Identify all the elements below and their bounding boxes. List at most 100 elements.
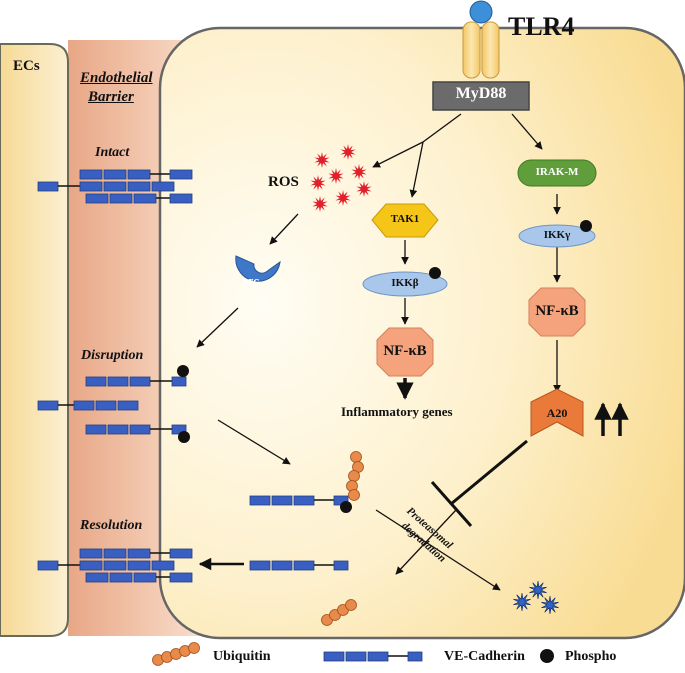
ros-star: [356, 181, 372, 197]
disruption-label: Disruption: [81, 348, 144, 363]
ve-cadherin-segment: [169, 193, 193, 204]
ve-cadherin-segment: [271, 495, 293, 506]
nfkb-left-octagon: [376, 327, 434, 377]
ve-cadherin-segment: [95, 400, 117, 411]
arrow-disruption-to-ubiquitination: [217, 419, 291, 465]
ikk-beta-label: IKKβ: [391, 277, 419, 289]
legend-ubiquitin-icon: [152, 642, 200, 666]
ve-cadherin-segment: [37, 400, 59, 411]
ve-cadherin-segment: [169, 548, 193, 559]
ve-cadherin-segment: [271, 560, 293, 571]
tlr4-receptor: [462, 0, 500, 79]
myd88-label: MyD88: [455, 85, 507, 102]
ve-cadherin-segment: [345, 651, 367, 662]
ve-cadherin-segment: [133, 193, 157, 204]
ve-cadherin-segment: [151, 181, 175, 192]
arrow-to-degraded-cadherin: [375, 509, 501, 591]
legend-ubiquitin-label: Ubiquitin: [213, 649, 271, 664]
ubiquitin-chain: [346, 451, 364, 501]
degraded-fragment-star: [529, 580, 547, 600]
legend-ve-cadherin-icon: [323, 651, 423, 662]
irak-m-label: IRAK-M: [535, 166, 579, 178]
ve-cadherin-segment: [103, 560, 127, 571]
ubiquitin-bead: [348, 489, 360, 501]
ve-cadherin-segment: [79, 548, 103, 559]
ve-cadherin-segment: [85, 193, 109, 204]
ros-star: [340, 144, 356, 160]
ve-cadherin-segment: [127, 181, 151, 192]
ikk-beta-ellipse: [362, 271, 448, 297]
ve-cadherin-segment: [117, 400, 139, 411]
ros-star: [335, 190, 351, 206]
phospho-dot: [177, 365, 189, 377]
phospho-dot: [429, 267, 441, 279]
a20-shape: [530, 388, 584, 437]
ve-cadherin-segment: [171, 376, 187, 387]
ecs-label: ECs: [13, 58, 40, 74]
intact-label: Intact: [95, 145, 130, 160]
ros-star: [314, 152, 330, 168]
degraded-ubiquitin: [321, 599, 357, 626]
ve-cadherin-segment: [293, 495, 315, 506]
endothelial-barrier-label-line1: Endothelial: [80, 70, 153, 86]
tlr4-ligand-circle: [469, 0, 493, 24]
ve-cadherin-segment: [73, 400, 95, 411]
ve-cadherin-segment: [169, 169, 193, 180]
tlr4-label: TLR4: [508, 12, 575, 41]
phospho-dot: [340, 501, 352, 513]
ve-cadherin-segment: [85, 424, 107, 435]
ve-cadherin-segment: [109, 193, 133, 204]
ve-cadherin-segment: [133, 572, 157, 583]
src-label: src: [243, 273, 259, 288]
ve-cadherin-segment: [37, 181, 59, 192]
resolution-label: Resolution: [80, 518, 143, 533]
ros-label: ROS: [268, 174, 299, 190]
ikk-gamma-label: IKKγ: [543, 229, 571, 241]
ubiquitin-bead: [350, 451, 362, 463]
ve-cadherin-segment: [407, 651, 423, 662]
ve-cadherin-segment: [151, 560, 175, 571]
ubiquitin-bead: [188, 642, 200, 654]
ve-cadherin-segment: [79, 181, 103, 192]
ve-cadherin-segment: [333, 560, 349, 571]
degraded-cadherin-fragments: [513, 580, 559, 615]
legend: [152, 642, 554, 666]
ve-cadherin-segment: [323, 651, 345, 662]
ve-cadherin-segment: [103, 181, 127, 192]
legend-phospho-label: Phospho: [565, 649, 617, 664]
endothelial-barrier-label-line2: Barrier: [88, 89, 134, 105]
ve-cadherin-segment: [169, 572, 193, 583]
ve-cadherin-segment: [37, 560, 59, 571]
ros-star: [310, 175, 326, 191]
ve-cadherin-segment: [103, 169, 127, 180]
ve-cadherin-segment: [293, 560, 315, 571]
ros-cluster: [310, 144, 372, 212]
degraded-fragment-star: [541, 595, 559, 615]
ve-cadherin-segment: [107, 424, 129, 435]
legend-phospho-icon: [540, 649, 554, 663]
ve-cadherin-segment: [85, 572, 109, 583]
ve-cadherin-segment: [79, 560, 103, 571]
tak1-label: TAK1: [390, 213, 420, 225]
ve-cadherin-segment: [249, 495, 271, 506]
arrow-myd88-branch: [422, 113, 462, 143]
src-shape: [235, 255, 281, 282]
ve-cadherin-segment: [85, 376, 107, 387]
phospho-dot: [178, 431, 190, 443]
arrow-to-irak-m: [511, 113, 543, 150]
ubiquitin-bead: [345, 599, 357, 611]
endothelial-cell-left: [0, 43, 69, 637]
ros-star: [328, 168, 344, 184]
ros-star: [312, 196, 328, 212]
myd88-box: [432, 81, 530, 111]
ve-cadherin-segment: [249, 560, 271, 571]
arrow-to-ros: [372, 141, 424, 168]
cadherin-layer: [37, 169, 352, 583]
inhibition-a20: [430, 439, 528, 527]
ve-cadherin-segment: [79, 169, 103, 180]
arrow-ros-to-src: [269, 213, 299, 245]
ve-cadherin-segment: [107, 376, 129, 387]
upregulation-arrows: [594, 402, 629, 436]
ros-star: [351, 164, 367, 180]
ve-cadherin-segment: [367, 651, 389, 662]
